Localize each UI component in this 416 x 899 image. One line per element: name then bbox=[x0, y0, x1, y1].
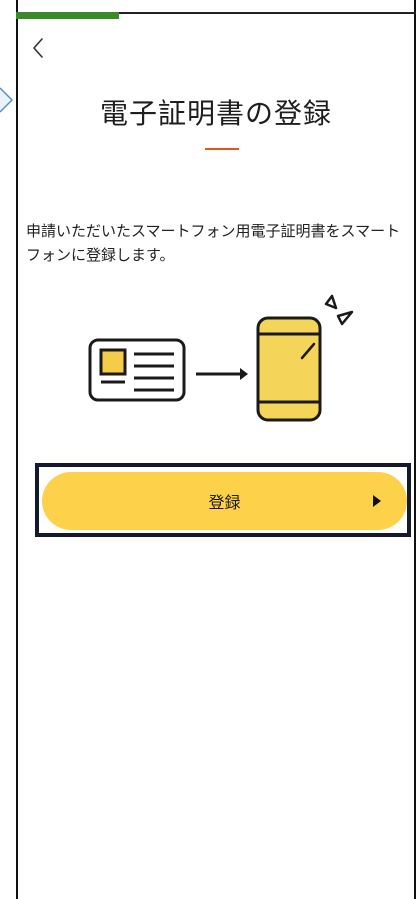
description-text: 申請いただいたスマートフォン用電子証明書をスマートフォンに登録します。 bbox=[26, 222, 401, 264]
frame-border-top bbox=[16, 12, 416, 14]
smartphone-icon bbox=[256, 316, 322, 422]
arrow-right-icon bbox=[196, 368, 248, 380]
page-title: 電子証明書の登録 bbox=[99, 97, 332, 130]
register-button-label: 登録 bbox=[208, 493, 241, 512]
frame-border-left bbox=[16, 0, 18, 899]
registration-illustration bbox=[88, 294, 354, 422]
register-button-focus-outline bbox=[35, 463, 411, 537]
id-card-icon bbox=[88, 338, 186, 402]
progress-bar bbox=[16, 12, 119, 19]
title-accent-underline bbox=[205, 148, 239, 150]
frame-border-right bbox=[414, 0, 416, 899]
play-icon bbox=[373, 495, 381, 507]
callout-pointer-icon bbox=[0, 87, 14, 113]
register-button[interactable]: 登録 bbox=[42, 472, 407, 530]
sparkle-icon bbox=[324, 294, 354, 326]
chevron-left-icon bbox=[33, 38, 43, 58]
back-button[interactable] bbox=[26, 34, 56, 64]
